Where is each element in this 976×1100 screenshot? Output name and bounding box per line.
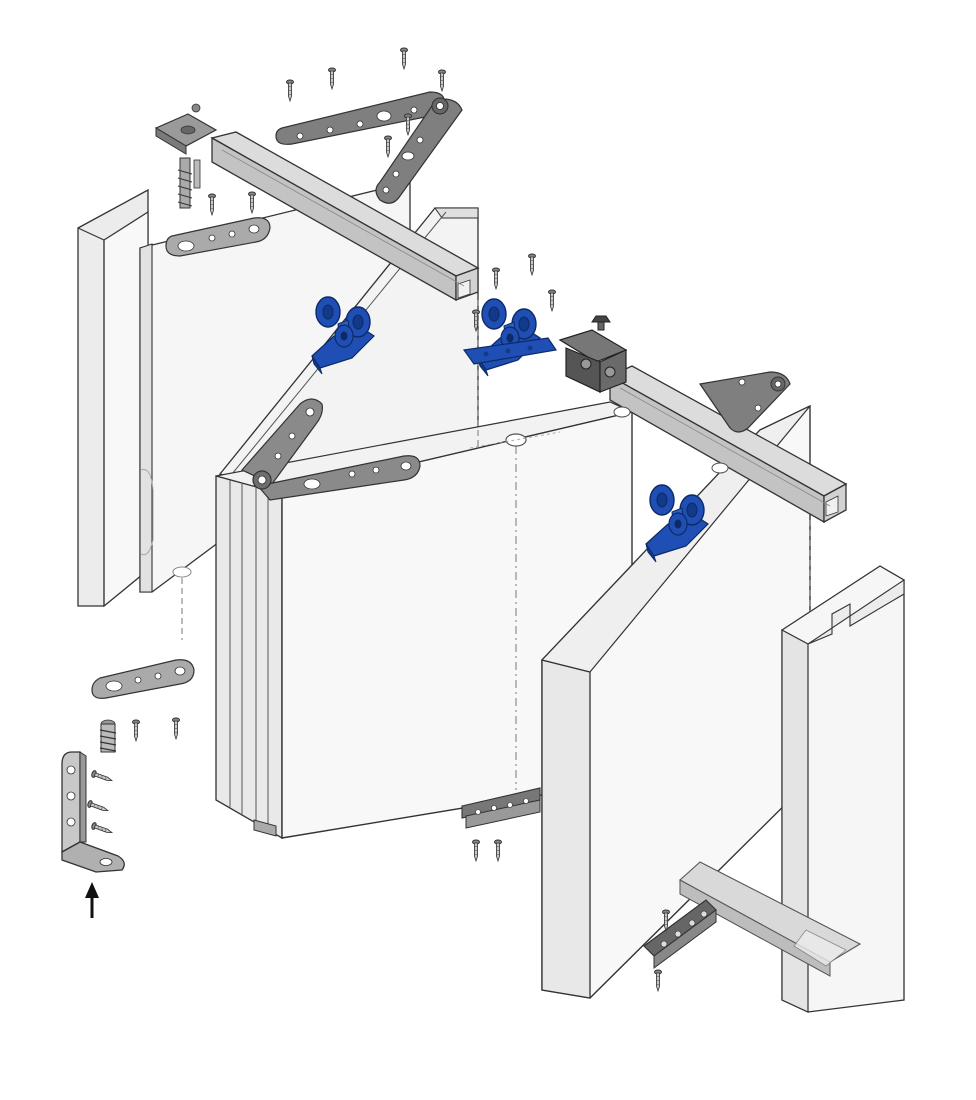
screw-icon — [286, 79, 294, 102]
screw-icon — [528, 253, 536, 276]
screw-icon — [132, 719, 140, 742]
screw-icon — [400, 47, 408, 70]
top-track-right — [608, 365, 848, 524]
hinge-plate-top-v — [275, 91, 463, 204]
screw-icon — [548, 289, 556, 312]
hinge-plate-right-top — [613, 371, 791, 474]
spring-pin-icon — [99, 719, 117, 753]
arrow-up-icon — [85, 882, 99, 918]
bottom-guide-right — [643, 899, 717, 969]
top-pivot-bracket — [154, 103, 256, 216]
screw-icon — [90, 821, 114, 837]
screw-icon — [654, 969, 662, 992]
left-frame-post — [77, 188, 149, 608]
screw-icon — [90, 769, 114, 785]
hinge-plate-center-top — [241, 398, 421, 501]
screw-icon — [494, 839, 502, 862]
roller-carrier-icon — [462, 298, 558, 377]
screw-icon — [438, 69, 446, 92]
screw-icon — [328, 67, 336, 90]
screw-icon — [172, 717, 180, 740]
screw-icon — [492, 267, 500, 290]
hinge-plate-loose — [91, 659, 195, 699]
track-joint-clamp — [558, 315, 628, 393]
screw-icon — [384, 135, 392, 158]
screw-icon — [404, 113, 412, 136]
bottom-guide-center — [461, 787, 541, 829]
angle-bracket-icon — [61, 751, 125, 873]
screw-icon — [472, 839, 480, 862]
top-track-left — [210, 131, 480, 302]
screw-icon — [86, 799, 110, 815]
floor-guide-track — [679, 861, 862, 977]
hinge-plate-back-top — [165, 217, 271, 257]
panel-back-left — [139, 181, 411, 640]
